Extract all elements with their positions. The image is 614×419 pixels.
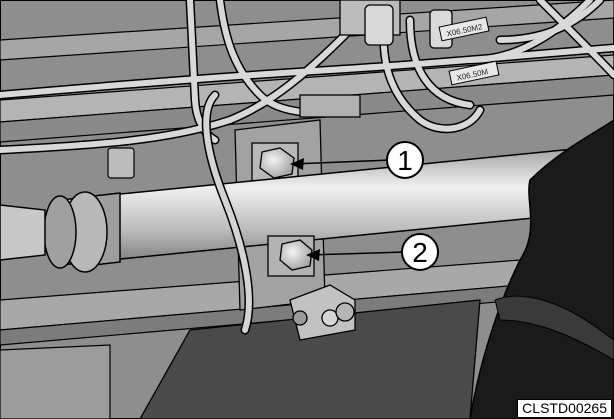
figure-code-label: CLSTD00265 xyxy=(517,399,612,418)
pipe-clamp xyxy=(107,147,135,179)
callout-1: 1 xyxy=(290,141,424,179)
lower-panel xyxy=(139,299,481,419)
hydraulic-lines xyxy=(0,0,614,155)
valve-block xyxy=(299,0,453,118)
bolt-1 xyxy=(251,142,299,182)
bracket xyxy=(289,284,356,341)
callout-2: 2 xyxy=(306,233,439,271)
svg-text:2: 2 xyxy=(412,237,428,268)
fender xyxy=(469,119,614,419)
bolt-2 xyxy=(267,235,315,277)
pipe-tag-lower: X06.50M xyxy=(448,60,500,86)
svg-text:1: 1 xyxy=(397,145,413,176)
drive-shaft xyxy=(0,144,614,273)
